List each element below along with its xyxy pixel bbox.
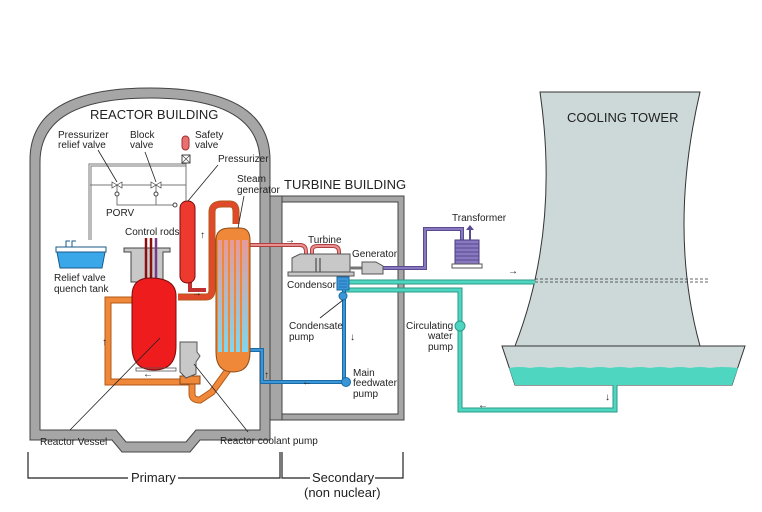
cooling-tower-label: COOLING TOWER xyxy=(567,110,678,125)
circulating-water-pump xyxy=(454,320,466,332)
block-valve-label-2: valve xyxy=(130,140,154,151)
turbine xyxy=(287,253,355,277)
main-feedwater-pump-label-3: pump xyxy=(353,389,378,400)
control-rods-label: Control rods xyxy=(125,227,179,238)
flow-arrow: ↑ xyxy=(200,230,205,241)
reactor-vessel-label: Reactor Vessel xyxy=(40,437,107,448)
flow-arrow: → xyxy=(508,266,518,277)
pipe-joint xyxy=(179,375,201,385)
transformer xyxy=(383,225,483,270)
relief-piping xyxy=(88,160,187,240)
safety-valve-label: Safety xyxy=(195,130,223,141)
circulating-pump-label-2: water xyxy=(427,331,453,342)
safety-valve xyxy=(181,135,190,151)
flow-arrow: ↓ xyxy=(350,332,355,343)
porv-label: PORV xyxy=(106,208,134,219)
flow-arrow: ← xyxy=(302,377,312,388)
reactor-coolant-pump xyxy=(179,341,201,379)
steam-generator xyxy=(215,227,251,373)
pressurizer-label: Pressurizer xyxy=(218,154,269,165)
generator-label: Generator xyxy=(352,249,398,260)
flow-arrow: ← xyxy=(478,400,488,411)
steam-generator-label-2: generator xyxy=(237,185,280,196)
flow-arrow: → xyxy=(285,235,295,246)
reactor-vessel xyxy=(131,277,177,371)
flow-arrow: ↓ xyxy=(605,392,610,403)
generator xyxy=(361,261,384,275)
reactor-coolant-pump-label: Reactor coolant pump xyxy=(220,436,318,447)
condensor-label: Condensor xyxy=(287,280,337,291)
pressurizer-relief-valve-label-2: relief valve xyxy=(58,140,106,151)
turbine-label: Turbine xyxy=(308,235,342,246)
primary-label: Primary xyxy=(131,470,176,485)
flow-arrow: ← xyxy=(143,369,153,380)
flow-arrow: ↑ xyxy=(102,337,107,348)
condensate-pump-label: Condensate xyxy=(289,321,343,332)
condensor xyxy=(336,276,350,291)
flow-arrow: → xyxy=(192,288,202,299)
safety-valve-label-2: valve xyxy=(195,140,219,151)
quench-tank-label-2: quench tank xyxy=(54,284,109,295)
primary-loop xyxy=(104,200,240,404)
block-valve xyxy=(150,181,162,189)
turbine-building-label: TURBINE BUILDING xyxy=(284,177,406,192)
condensate-pump xyxy=(338,291,348,301)
reactor-building-label: REACTOR BUILDING xyxy=(90,107,218,122)
main-feedwater-pump-label-2: feedwater xyxy=(353,378,398,389)
block-valve-label: Block xyxy=(130,130,155,141)
condensate-pump-label-2: pump xyxy=(289,332,314,343)
main-feedwater-pump xyxy=(341,377,351,387)
circulating-pump-label-3: pump xyxy=(428,342,453,353)
cooling-tower xyxy=(501,91,746,386)
main-feedwater-pump-label: Main xyxy=(353,368,375,379)
quench-tank-label: Relief valve xyxy=(54,273,106,284)
pressurizer-relief-valve-label: Pressurizer xyxy=(58,130,109,141)
steam-generator-label: Steam xyxy=(237,174,266,185)
secondary-sublabel: (non nuclear) xyxy=(304,485,381,500)
secondary-bracket xyxy=(281,452,404,479)
circulating-pump-label: Circulating xyxy=(406,321,453,332)
pressurizer xyxy=(179,200,196,284)
secondary-label: Secondary xyxy=(312,470,375,485)
porv-valve xyxy=(111,181,123,189)
primary-bracket xyxy=(27,452,281,479)
quench-tank xyxy=(55,240,107,269)
transformer-label: Transformer xyxy=(452,213,507,224)
flow-arrow: ↑ xyxy=(264,370,269,381)
